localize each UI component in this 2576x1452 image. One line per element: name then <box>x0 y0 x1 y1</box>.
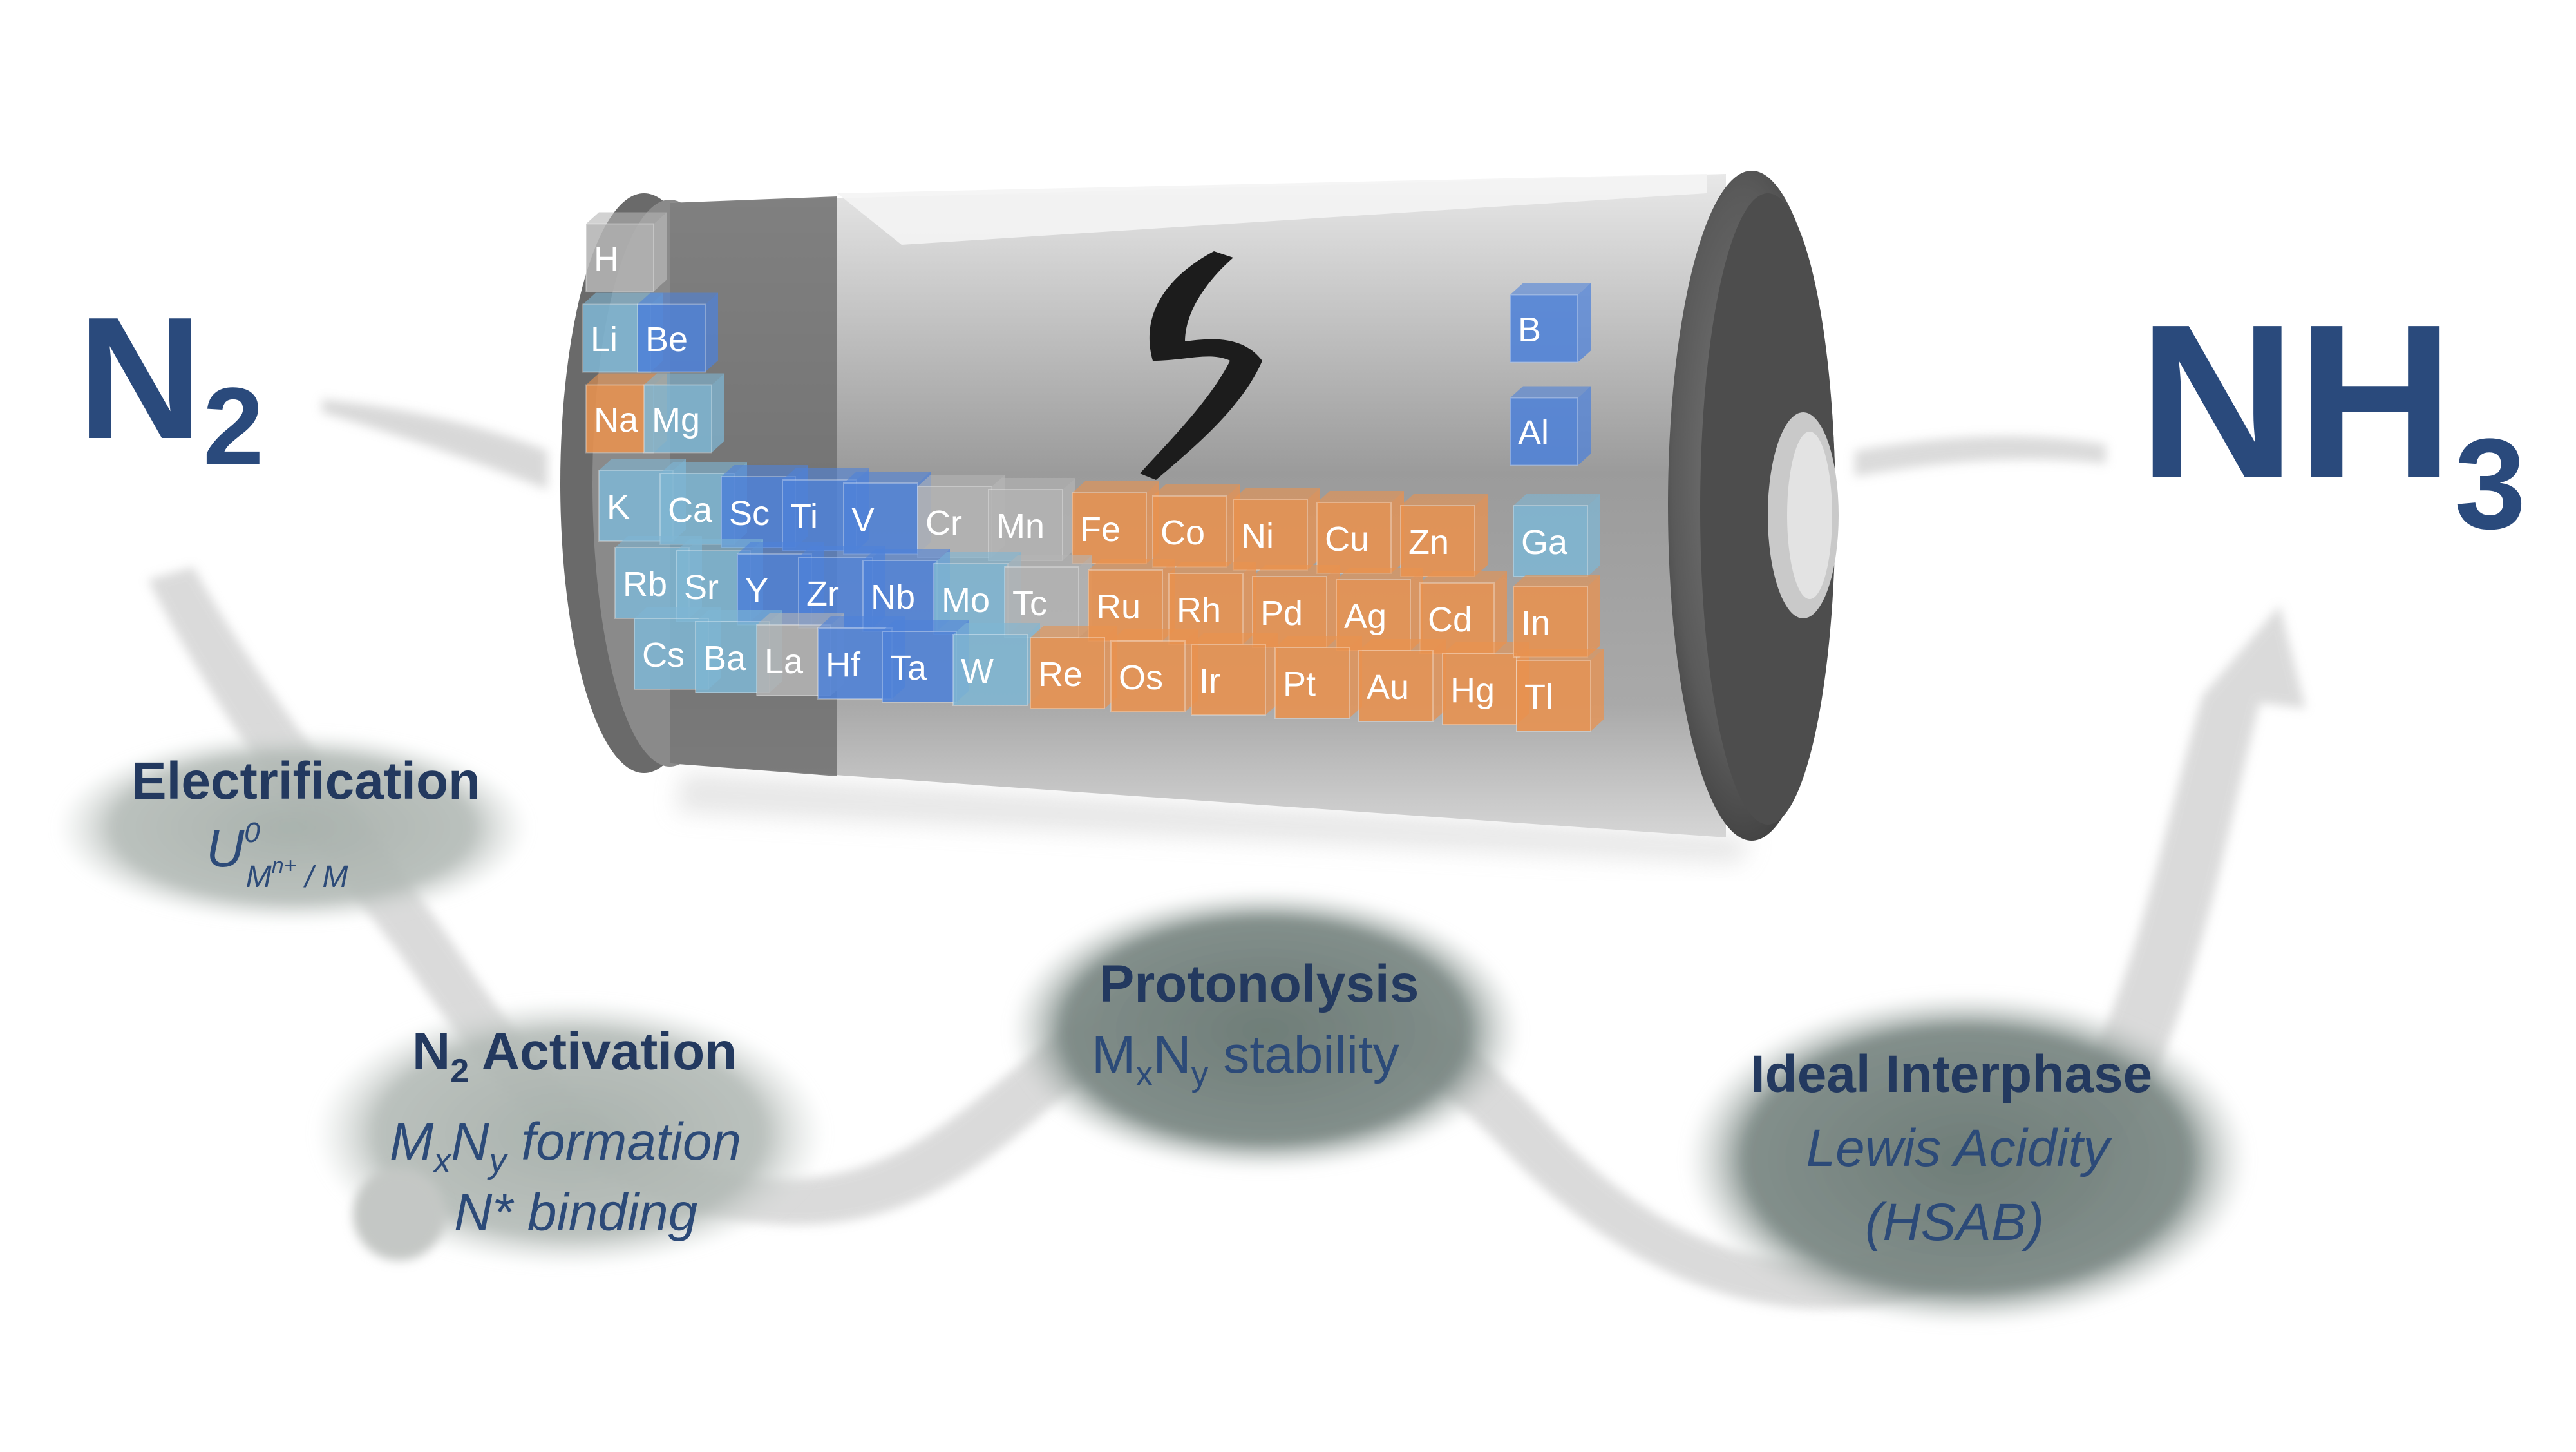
element-symbol: Pt <box>1283 665 1316 703</box>
ideal-interphase-blob <box>1684 992 2251 1327</box>
element-tile-fe: Fe <box>1072 481 1159 564</box>
element-tile-mn: Mn <box>988 478 1075 561</box>
electrification-title: Electrification <box>131 752 480 810</box>
element-symbol: Li <box>591 320 618 359</box>
ideal-interphase-lewis: Lewis Acidity <box>1806 1119 2113 1178</box>
element-symbol: Ir <box>1199 662 1220 700</box>
ideal-interphase-hsab: (HSAB) <box>1865 1193 2044 1252</box>
element-tile-re: Re <box>1030 626 1117 709</box>
element-symbol: Ta <box>890 649 927 687</box>
element-symbol: Zr <box>806 575 839 613</box>
protonolysis-stability: MxNy stability <box>1092 1026 1399 1093</box>
element-symbol: Rh <box>1177 591 1221 629</box>
element-symbol: Cd <box>1428 600 1472 639</box>
element-symbol: Nb <box>871 578 915 616</box>
product-label: NH3 <box>2138 279 2526 556</box>
element-symbol: Sr <box>684 568 719 607</box>
element-tile-ag: Ag <box>1336 568 1423 651</box>
element-symbol: Ru <box>1096 587 1141 626</box>
element-symbol: Tc <box>1012 584 1047 623</box>
element-symbol: Re <box>1038 655 1083 694</box>
ideal-interphase-title: Ideal Interphase <box>1750 1045 2152 1103</box>
element-symbol: Ca <box>668 491 713 530</box>
element-symbol: Mg <box>652 401 700 439</box>
electrification-blob <box>55 731 531 924</box>
element-tile-cu: Cu <box>1316 491 1404 574</box>
product-subscript: 3 <box>2454 412 2526 556</box>
element-tile-mg: Mg <box>643 373 724 454</box>
element-tile-in: In <box>1513 575 1600 658</box>
element-symbol: V <box>851 501 875 539</box>
element-tile-zn: Zn <box>1400 494 1488 577</box>
element-tile-tc: Tc <box>1004 555 1092 638</box>
element-symbol: Ti <box>790 497 818 536</box>
element-tile-ga: Ga <box>1513 494 1600 577</box>
element-symbol: Fe <box>1080 510 1121 549</box>
element-symbol: Ga <box>1521 523 1568 562</box>
element-tile-cr: Cr <box>917 475 1005 558</box>
element-symbol: Be <box>645 320 688 359</box>
small-dot-blob <box>353 1168 446 1261</box>
element-symbol: Sc <box>729 494 770 533</box>
element-tile-ir: Ir <box>1191 633 1278 716</box>
element-symbol: Au <box>1367 668 1409 707</box>
element-symbol: Al <box>1518 414 1549 452</box>
element-symbol: Cs <box>642 636 685 674</box>
element-tile-ni: Ni <box>1233 488 1320 571</box>
element-symbol: Os <box>1119 658 1163 697</box>
reactant-subscript: 2 <box>203 365 264 488</box>
element-symbol: Mo <box>942 581 990 620</box>
element-symbol: B <box>1518 310 1541 349</box>
reactant-label: N2 <box>77 282 264 488</box>
battery-terminal-shade <box>1787 432 1832 599</box>
element-symbol: In <box>1521 604 1550 642</box>
element-symbol: Cr <box>925 504 962 542</box>
element-symbol: Cu <box>1325 520 1369 559</box>
n2-activation-formation: MxNy formation <box>390 1113 741 1180</box>
element-tile-os: Os <box>1110 629 1198 712</box>
lightning-bolt-icon <box>1140 251 1262 480</box>
element-tile-v: V <box>843 472 931 555</box>
element-symbol: Pd <box>1260 594 1303 633</box>
element-symbol: Ni <box>1241 517 1274 555</box>
element-symbol: Zn <box>1408 523 1449 562</box>
element-tile-pt: Pt <box>1274 636 1362 719</box>
element-symbol: K <box>607 488 630 526</box>
element-tile-tl: Tl <box>1516 649 1604 732</box>
element-tile-h: H <box>585 212 667 292</box>
element-tile-au: Au <box>1358 639 1446 722</box>
element-symbol: Rb <box>623 565 667 604</box>
element-tile-w: W <box>952 623 1040 706</box>
element-symbol: Ba <box>703 639 746 678</box>
element-symbol: Y <box>745 571 768 610</box>
element-symbol: Mn <box>996 507 1045 546</box>
element-symbol: Co <box>1160 513 1205 552</box>
element-symbol: Hf <box>826 645 861 684</box>
element-tile-pd: Pd <box>1252 565 1340 648</box>
element-symbol: W <box>961 652 994 691</box>
battery-highlight <box>837 174 1707 245</box>
element-tile-b: B <box>1510 283 1591 363</box>
protonolysis-title: Protonolysis <box>1099 955 1419 1013</box>
element-tile-al: Al <box>1510 386 1591 466</box>
element-tile-co: Co <box>1152 484 1240 568</box>
element-symbol: H <box>594 240 619 278</box>
n2-activation-title: N2 Activation <box>412 1022 737 1090</box>
battery-right-cap-face <box>1700 193 1835 825</box>
pathway-shadow <box>148 399 2306 1309</box>
element-symbol: Ag <box>1344 597 1387 636</box>
n2-activation-binding: N* binding <box>454 1183 697 1242</box>
protonolysis-blob <box>1008 889 1523 1172</box>
element-symbol: Na <box>594 401 639 439</box>
element-symbol: La <box>764 642 804 681</box>
element-tile-be: Be <box>637 292 718 373</box>
element-symbol: Tl <box>1524 678 1553 716</box>
element-symbol: Hg <box>1450 671 1495 710</box>
battery-shadow <box>676 773 1752 863</box>
